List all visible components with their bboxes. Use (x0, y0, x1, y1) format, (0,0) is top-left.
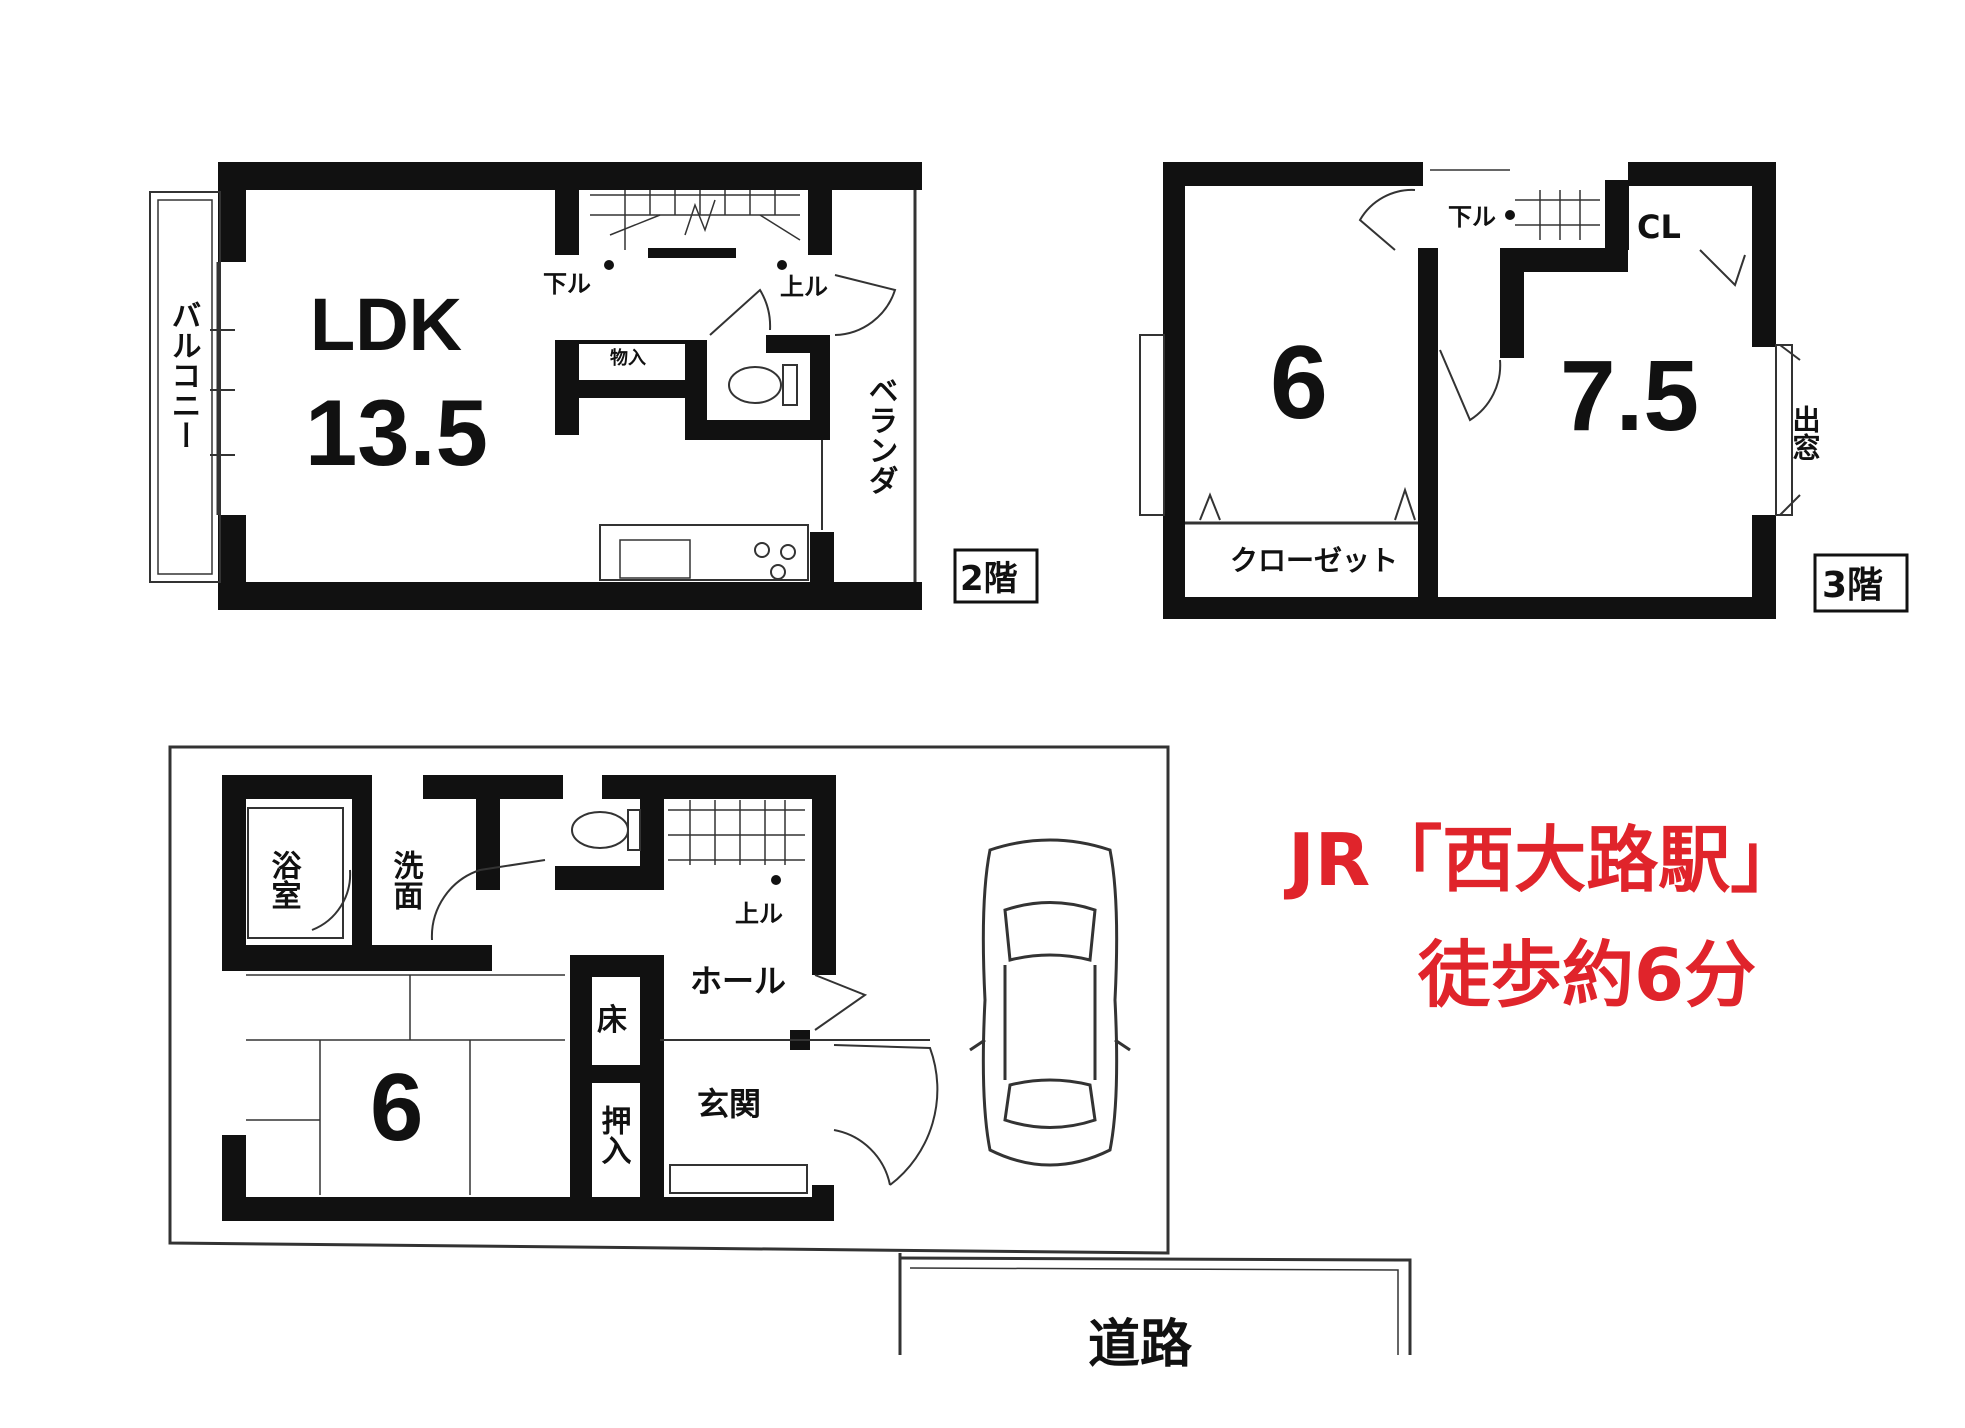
cl-label: CL (1637, 208, 1681, 246)
oshiire-label: 押入 (596, 1105, 632, 1165)
alcove-label: 床 (597, 1003, 627, 1038)
room-b-size-3f: 7.5 (1560, 340, 1699, 452)
stairs-up-label-1f: 上ル (735, 900, 783, 928)
veranda-label: ベランダ (863, 375, 898, 495)
stairs-up-label-2f: 上ル (780, 273, 828, 301)
floor-3-label: 3階 (1822, 565, 1883, 606)
ldk-size: 13.5 (305, 380, 488, 485)
floor-2-plan: LDK 13.5 バルコニー ベランダ 物入 下ル 上ル 2階 (149, 162, 1039, 610)
bath-label: 浴室 (266, 850, 302, 910)
room-a-size-3f: 6 (1270, 325, 1328, 441)
road-label: 道路 (1088, 1315, 1193, 1375)
floor-2-label: 2階 (960, 559, 1018, 599)
floor-1-plan: 浴室 洗面 ホール 床 押入 玄関 6 上ル 道路 (168, 745, 1412, 1375)
washroom-label: 洗面 (388, 850, 424, 910)
stairs-down-label-2f: 下ル (543, 270, 591, 298)
entrance-label: 玄関 (697, 1085, 761, 1123)
walk-time-label: 徒歩約6分 (1417, 933, 1756, 1017)
storage-label: 物入 (610, 347, 646, 369)
ldk-label: LDK (310, 283, 462, 366)
stairs-down-label-3f: 下ル (1448, 203, 1496, 231)
station-label: JR「西大路駅」 (1283, 818, 1802, 902)
closet-label: クローゼット (1230, 544, 1398, 577)
hall-label: ホール (690, 962, 786, 1000)
floor-3-plan: 6 7.5 クローゼット CL 出窓 下ル 3階 (1139, 162, 1909, 619)
balcony-label: バルコニー (166, 300, 201, 450)
room-size-1f: 6 (370, 1054, 423, 1161)
car-icon (969, 838, 1131, 1167)
bay-window-label: 出窓 (1789, 405, 1822, 461)
